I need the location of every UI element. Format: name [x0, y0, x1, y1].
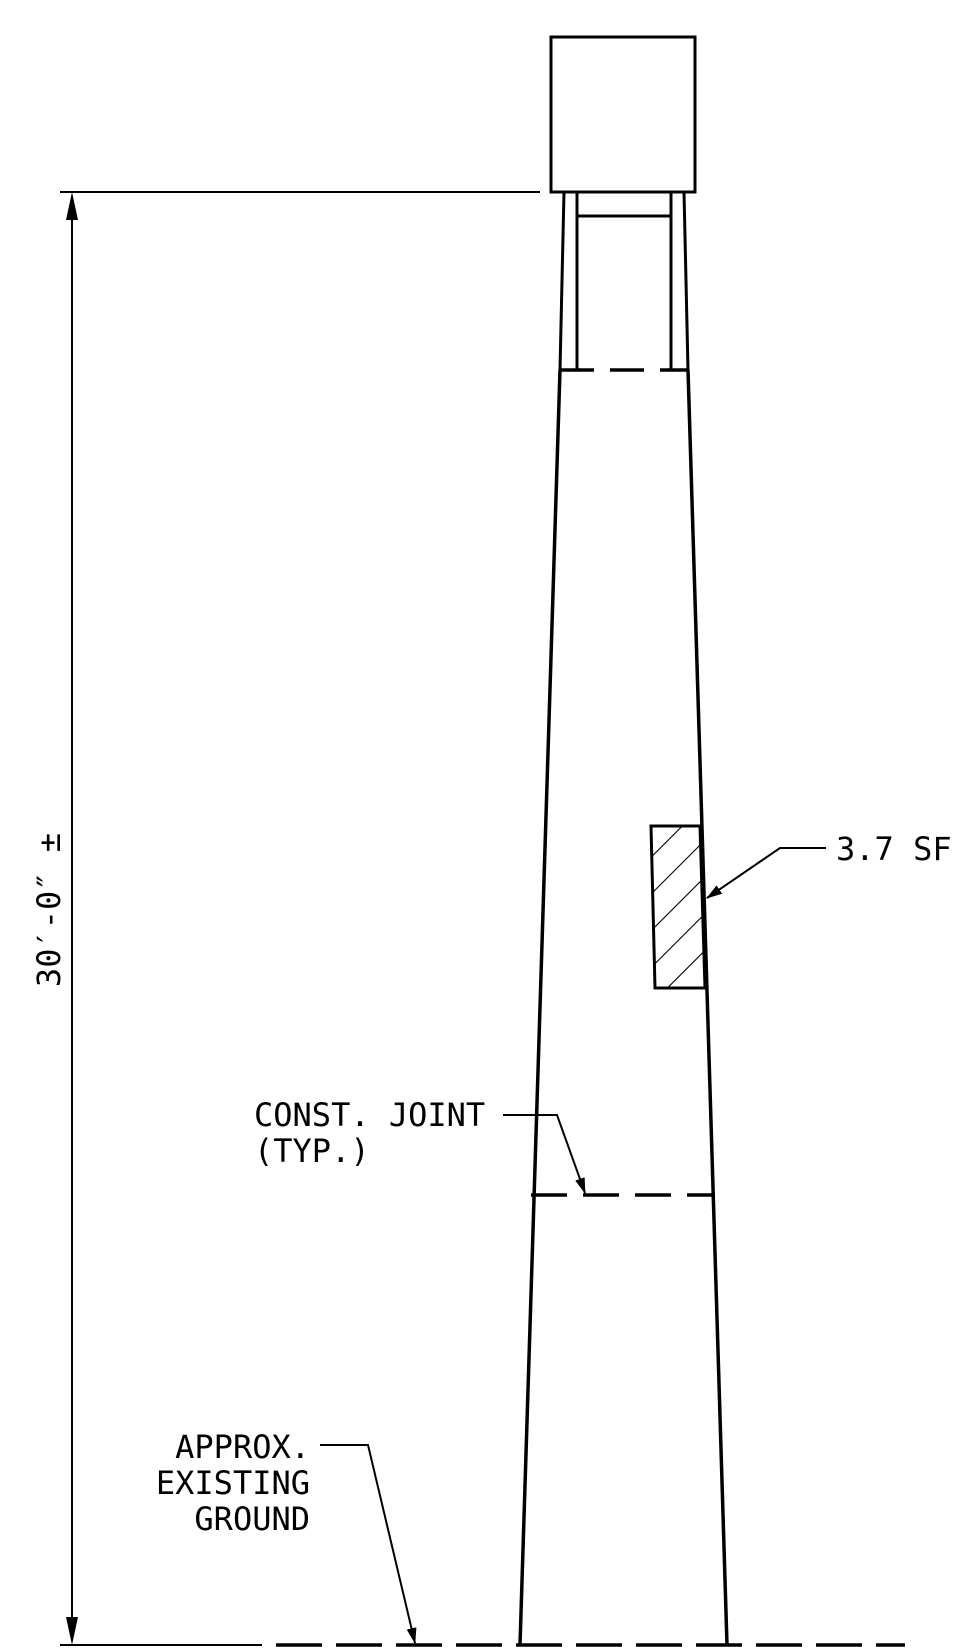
ground-label-line1: APPROX. [175, 1428, 310, 1466]
column-cap [558, 190, 690, 371]
joint-label-line1: CONST. JOINT [254, 1096, 485, 1134]
dimension-arrow-top [66, 192, 78, 220]
ground-label-line3: GROUND [194, 1500, 310, 1538]
ground-label-line2: EXISTING [156, 1464, 310, 1502]
area-callout: 3.7 SF [836, 830, 952, 868]
ground-leader [320, 1444, 417, 1644]
joint-leader [503, 1114, 586, 1194]
column-shaft [518, 369, 729, 1646]
area-leader [706, 847, 826, 899]
hatched-repair-area [649, 824, 707, 990]
bearing-block [549, 35, 697, 194]
joint-label-line2: (TYP.) [254, 1132, 370, 1170]
height-dimension-label: 30′-0″ ± [30, 833, 68, 987]
dimension-arrow-bottom [66, 1617, 78, 1645]
height-dimension [60, 191, 540, 1646]
